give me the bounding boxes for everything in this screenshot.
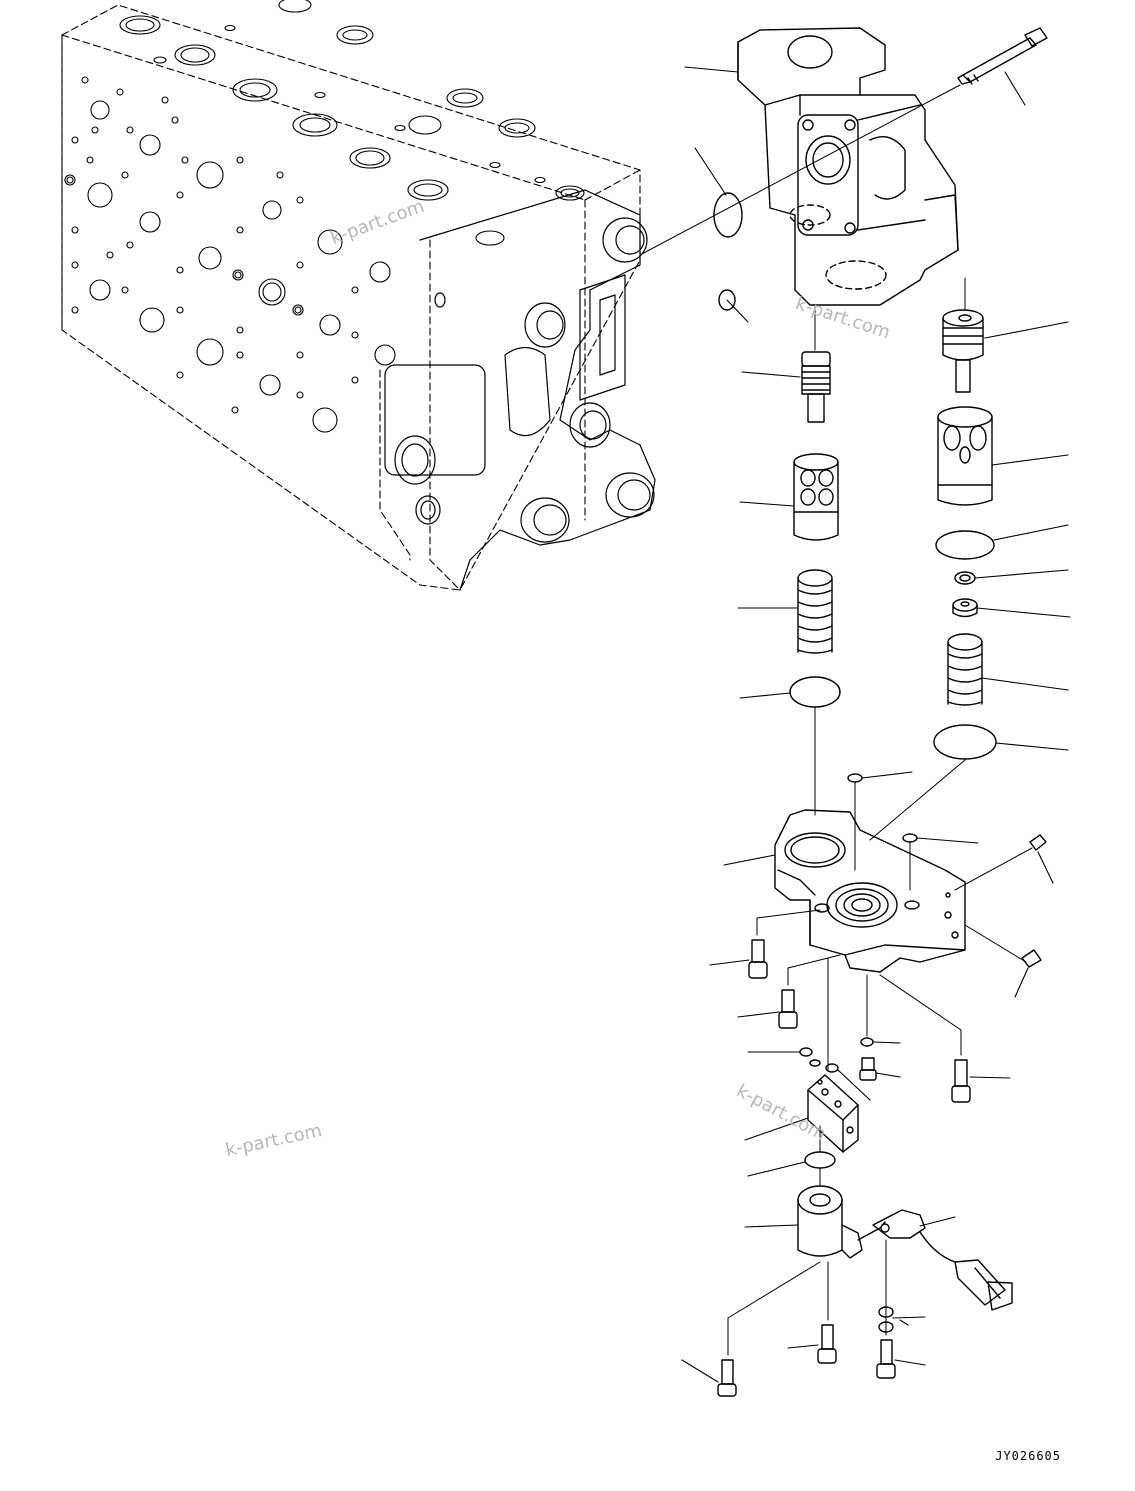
o-ring-right-lower [933, 724, 997, 760]
assembly-center-lines [639, 84, 1033, 1356]
valve-sleeve-right [937, 406, 993, 506]
adapter-block [807, 1074, 859, 1153]
cap-screw-lower-1 [717, 1359, 737, 1397]
o-ring-small-right [902, 833, 918, 843]
valve-block-ports [64, 0, 585, 433]
spring-left [797, 569, 833, 654]
electrical-connector [954, 1259, 1013, 1311]
o-ring-tiny-left-1 [799, 1047, 813, 1057]
cap-screw-left-2 [778, 989, 798, 1029]
spring-right [947, 633, 983, 706]
o-ring-small-left-upper [718, 289, 736, 311]
cap-screw-lower-3 [876, 1339, 896, 1379]
control-valve-block [61, 4, 641, 591]
solenoid-valve [797, 1185, 886, 1259]
o-ring-tiny-left-3 [825, 1063, 839, 1073]
o-ring-tiny-center [860, 1037, 874, 1047]
seat-right [952, 598, 978, 618]
o-ring-small-center [847, 773, 863, 783]
drawing-code-label: JY026605 [995, 1449, 1061, 1463]
plug-piston [801, 351, 831, 423]
valve-sleeve-left [793, 453, 839, 541]
washer-right [954, 571, 976, 585]
valve-section-casting [384, 189, 656, 591]
piston-right [942, 309, 984, 393]
cap-screw-lower-2 [817, 1324, 837, 1364]
tie-bolt [957, 27, 1048, 85]
plug-lower-right [1021, 949, 1042, 968]
plug-upper-right [1029, 834, 1047, 851]
wire-harness-bracket [872, 1209, 956, 1263]
o-ring-right-upper [935, 530, 995, 560]
o-ring-large-left-upper [713, 192, 743, 238]
o-ring-tiny-left-2 [809, 1059, 821, 1067]
cover-body [774, 809, 966, 973]
o-ring-left-lower [789, 676, 841, 708]
callout-leaders [681, 66, 1071, 1383]
cap-screw-right [951, 1059, 971, 1103]
o-ring-adapter [804, 1151, 836, 1169]
cap-screw-left-1 [748, 939, 768, 979]
plug-center [859, 1057, 877, 1081]
valve-housing [737, 27, 959, 306]
